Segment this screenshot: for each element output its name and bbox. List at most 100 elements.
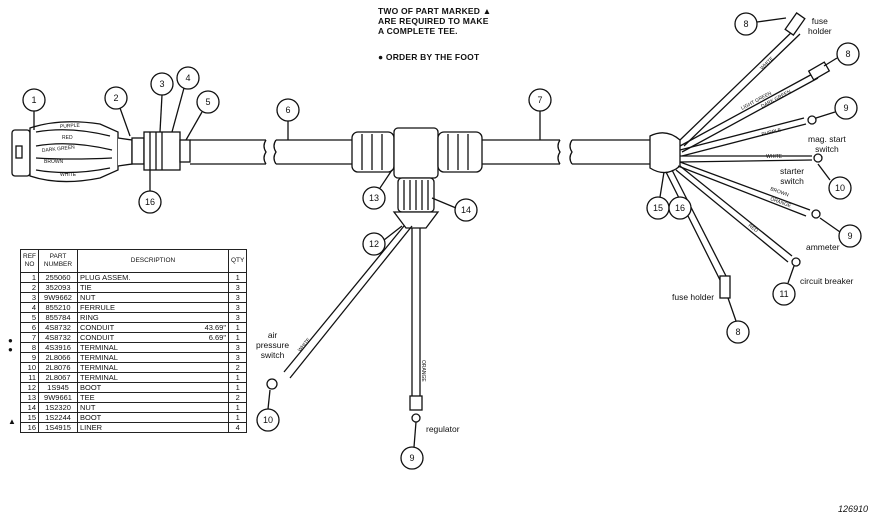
cell-ref: 13 — [20, 392, 39, 403]
cell-part-number: 4S3916 — [38, 342, 78, 353]
header-part-number: PART NUMBER — [38, 249, 78, 273]
drawing-number: 126910 — [838, 504, 869, 514]
cell-part-number: 1S945 — [38, 382, 78, 393]
cell-ref: 1 — [20, 272, 39, 283]
cell-part-number: 1S2320 — [38, 402, 78, 413]
cell-ref: 8 — [20, 342, 39, 353]
description-text: BOOT — [80, 383, 102, 392]
plug-assembly — [11, 121, 133, 183]
cell-qty: 2 — [227, 392, 248, 403]
callout-16a: 16 — [675, 203, 685, 213]
label-circuit-breaker: circuit breaker — [800, 276, 854, 286]
cell-qty: 3 — [227, 352, 248, 363]
callout-7: 7 — [537, 95, 542, 105]
nut-ferrule-assembly — [131, 131, 191, 171]
cell-description: RING — [77, 312, 229, 323]
cell-ref: 9 — [20, 352, 39, 363]
note-line-3: A COMPLETE TEE. — [378, 26, 458, 36]
length-text: 6.69" — [208, 333, 226, 342]
wire-label-dark-green: DARK GREEN — [42, 145, 76, 154]
wire-label-brown: BROWN — [44, 159, 64, 165]
label-ammeter: ammeter — [806, 242, 840, 252]
label-fuse-holder-bottom: fuse holder — [672, 292, 715, 302]
regulator-wire — [409, 228, 423, 423]
wire-label-orange: ORANGE — [769, 196, 792, 209]
cell-qty: 4 — [227, 422, 248, 433]
description-text: TEE — [80, 393, 95, 402]
wire-label-red-right: RED — [747, 223, 759, 234]
label-fuse-holder-top: fuse holder — [808, 16, 832, 36]
cell-qty: 1 — [227, 372, 248, 383]
callout-8c: 8 — [735, 327, 740, 337]
wire-label-purple-right: PURPLE — [761, 127, 783, 138]
callout-5: 5 — [205, 97, 210, 107]
description-text: NUT — [80, 293, 96, 302]
cell-ref: 16 — [20, 422, 39, 433]
callout-8a: 8 — [743, 19, 748, 29]
callout-16b: 16 — [145, 197, 155, 207]
cell-qty: 1 — [227, 332, 248, 343]
callout-4: 4 — [185, 73, 190, 83]
cell-part-number: 4S8732 — [38, 322, 78, 333]
callout-circles — [22, 12, 862, 470]
cell-qty: 1 — [227, 402, 248, 413]
cell-part-number: 9W9662 — [38, 292, 78, 303]
length-text: 43.69" — [204, 323, 226, 332]
note-line-4: ● ORDER BY THE FOOT — [378, 52, 480, 62]
mark-row-7: ● — [8, 345, 13, 354]
callout-13: 13 — [369, 193, 379, 203]
cell-description: TERMINAL — [77, 362, 229, 373]
label-regulator: regulator — [426, 424, 460, 434]
cell-ref: 12 — [20, 382, 39, 393]
cell-part-number: 255060 — [38, 272, 78, 283]
callout-15: 15 — [653, 203, 663, 213]
cell-ref: 5 — [20, 312, 39, 323]
note-line-2: ARE REQUIRED TO MAKE — [378, 16, 489, 26]
boot-15 — [649, 132, 681, 174]
callout-9c: 9 — [409, 453, 414, 463]
wire-label-red: RED — [62, 135, 73, 141]
cell-part-number: 352093 — [38, 282, 78, 293]
cell-description: TERMINAL — [77, 372, 229, 383]
description-text: TERMINAL — [80, 373, 118, 382]
cell-qty: 1 — [227, 412, 248, 423]
header-qty: QTY — [227, 249, 248, 273]
conduit-7 — [482, 139, 650, 165]
cell-part-number: 2L8066 — [38, 352, 78, 363]
description-text: PLUG ASSEM. — [80, 273, 131, 282]
cell-description: TERMINAL — [77, 352, 229, 363]
cell-description: BOOT — [77, 412, 229, 423]
cell-qty: 2 — [227, 362, 248, 373]
cell-qty: 3 — [227, 312, 248, 323]
label-starter-switch: starter switch — [780, 166, 805, 186]
header-ref: REF NO — [20, 249, 39, 273]
wire-label-white-top: WHITE — [759, 55, 775, 71]
wire-label-white-air: WHITE — [297, 337, 312, 354]
description-text: LINER — [80, 423, 103, 432]
cell-part-number: 1S4915 — [38, 422, 78, 433]
cell-part-number: 2L8067 — [38, 372, 78, 383]
callout-11: 11 — [779, 289, 788, 299]
cell-description: PLUG ASSEM. — [77, 272, 229, 283]
cell-description: TIE — [77, 282, 229, 293]
cell-ref: 15 — [20, 412, 39, 423]
callout-12: 12 — [369, 239, 379, 249]
callout-9b: 9 — [847, 231, 852, 241]
description-text: TERMINAL — [80, 353, 118, 362]
cell-description: BOOT — [77, 382, 229, 393]
label-air-pressure-switch: air pressure switch — [256, 330, 290, 360]
cell-ref: 14 — [20, 402, 39, 413]
cell-part-number: 4S8732 — [38, 332, 78, 343]
